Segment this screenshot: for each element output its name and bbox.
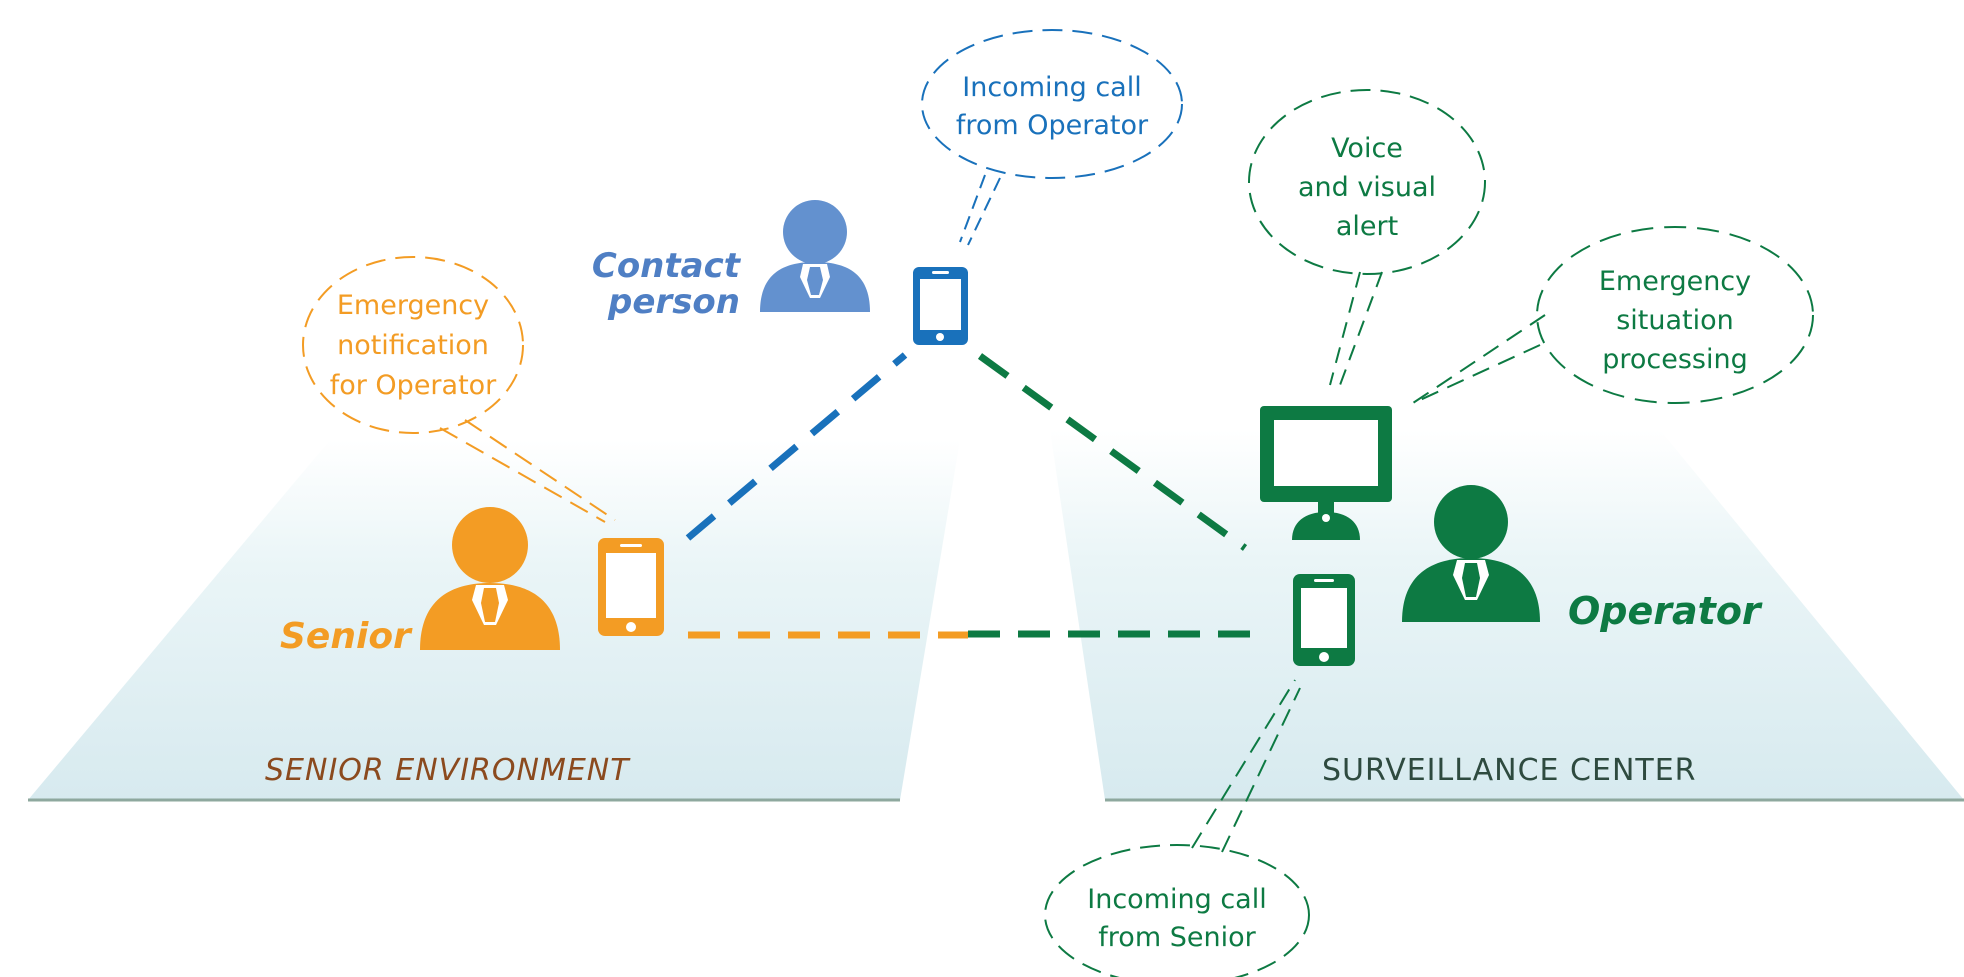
senior-to-contact-link (685, 352, 908, 541)
senior-environment-label: SENIOR ENVIRONMENT (265, 753, 631, 788)
emergency-processing-line1: Emergency (1599, 266, 1751, 297)
voice-visual-alert-line2: and visual (1298, 172, 1436, 203)
emergency-processing-line3: processing (1602, 344, 1748, 375)
operator-phone-icon (1293, 574, 1355, 666)
senior-notification-line3: for Operator (330, 370, 497, 401)
incoming-from-senior-bubble: Incoming call from Senior (1044, 679, 1310, 977)
voice-visual-alert-line3: alert (1336, 211, 1398, 242)
emergency-processing-line2: situation (1616, 305, 1734, 336)
incoming-from-operator-line2: from Operator (956, 110, 1149, 141)
senior-notification-bubble: Emergency notification for Operator (302, 256, 616, 523)
incoming-from-operator-bubble: Incoming call from Operator (921, 29, 1183, 246)
voice-visual-alert-line1: Voice (1331, 133, 1403, 164)
senior-notification-line1: Emergency (337, 290, 489, 321)
operator-label: Operator (1568, 589, 1763, 633)
senior-label: Senior (280, 616, 413, 657)
senior-notification-line2: notification (337, 330, 489, 361)
voice-visual-alert-bubble: Voice and visual alert (1248, 89, 1486, 386)
operator-monitor-icon (1260, 406, 1392, 540)
surveillance-center-label: SURVEILLANCE CENTER (1322, 753, 1697, 788)
contact-to-operator-link (977, 353, 1248, 551)
senior-person-icon (420, 507, 560, 650)
incoming-from-senior-line1: Incoming call (1087, 884, 1266, 915)
senior-phone-icon (598, 538, 664, 636)
contact-label-line2: person (607, 282, 740, 322)
emergency-processing-bubble: Emergency situation processing (1409, 226, 1814, 406)
contact-person-icon (760, 200, 870, 312)
operator-person-icon (1402, 485, 1540, 622)
contact-label-line1: Contact (592, 246, 742, 286)
contact-phone-icon (913, 267, 968, 345)
incoming-from-operator-line1: Incoming call (962, 72, 1141, 103)
incoming-from-senior-line2: from Senior (1098, 922, 1256, 953)
